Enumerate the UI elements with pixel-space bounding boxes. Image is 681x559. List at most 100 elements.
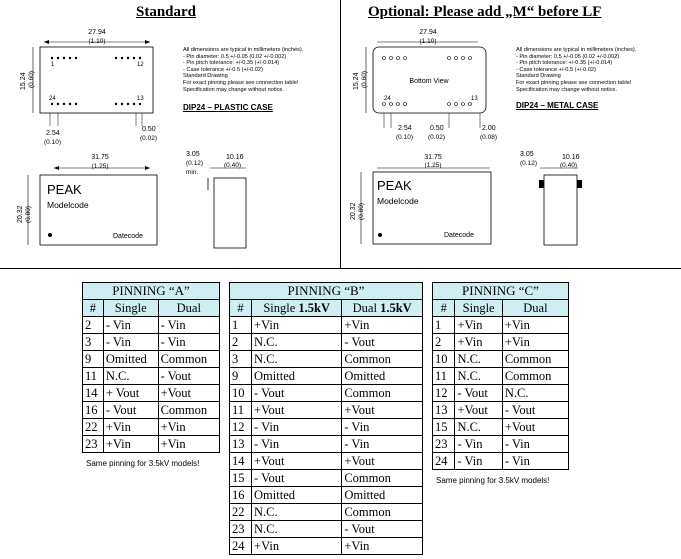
table-row: 23- Vin- Vin xyxy=(431,435,570,453)
title-standard: Standard xyxy=(136,4,197,20)
dual-cell: - Vin xyxy=(501,435,570,453)
single-cell: + Vout xyxy=(102,384,159,402)
metal-case-drawing: 27.94 (1.10) Bottom View 24 13 15.24 (0.… xyxy=(350,29,582,246)
pin-number-cell: 9 xyxy=(82,350,104,368)
dim-depth: 10.16 xyxy=(226,154,244,161)
dual-cell: +Vout xyxy=(341,452,423,470)
table-row: 14+ Vout+Vout xyxy=(82,384,221,402)
single-cell: - Vout xyxy=(251,384,343,402)
modelcode-label: Modelcode xyxy=(47,200,89,210)
case-outline-front-m xyxy=(372,171,492,245)
dim-extra-in-m: (0.08) xyxy=(480,134,497,141)
dual-cell: +Vin xyxy=(157,418,221,436)
dual-cell: Common xyxy=(157,401,221,419)
side-pin-m1 xyxy=(539,180,544,188)
dim-top-width-in-m: (1.10) xyxy=(420,38,437,45)
table-row: 2- Vin- Vin xyxy=(82,316,221,334)
dim-side-height-in-m: (0.80) xyxy=(358,203,365,220)
single-cell: Omitted xyxy=(251,367,343,385)
dim-pin-dia-in-m: (0.02) xyxy=(428,134,445,141)
title-optional: Optional: Please add „M“ before LF xyxy=(368,4,602,20)
col-header: # xyxy=(82,299,104,317)
single-cell: Omitted xyxy=(102,350,159,368)
plastic-case-drawing: 27.94 (1.10) 1 12 24 13 15.24 (0.60) 2.5… xyxy=(17,29,247,249)
col-header-single-kv: 1.5kV xyxy=(298,301,331,315)
single-cell: - Vout xyxy=(454,384,503,402)
col-header-dual-kv: 1.5kV xyxy=(380,301,412,315)
pin-number-cell: 2 xyxy=(431,333,456,351)
single-cell: +Vin xyxy=(102,435,159,453)
col-header: Dual xyxy=(157,299,221,317)
dim-height: 15.24 xyxy=(20,72,27,90)
pinning-a-note: Same pinning for 3.5kV models! xyxy=(86,459,200,468)
dual-cell: Omitted xyxy=(341,367,423,385)
single-cell: +Vin xyxy=(454,333,503,351)
dual-cell: +Vout xyxy=(341,401,423,419)
pin-label-24-m: 24 xyxy=(384,96,391,102)
pin-number-cell: 1 xyxy=(228,316,253,334)
single-cell: +Vout xyxy=(251,401,343,419)
pin-number-cell: 11 xyxy=(431,367,456,385)
dim-top-width-m: 27.94 xyxy=(419,29,437,36)
single-cell: N.C. xyxy=(454,418,503,436)
table-row: 14+Vout+Vout xyxy=(228,452,423,470)
table-row: 13- Vin- Vin xyxy=(228,435,423,453)
dim-pin-len-m: 3.05 xyxy=(520,151,534,158)
pin-number-cell: 13 xyxy=(431,401,456,419)
dim-side-width-in-m: (1.25) xyxy=(425,162,442,169)
col-header-single-label: Single xyxy=(263,301,296,315)
dim-pin-dia-m: 0.50 xyxy=(430,125,444,132)
note-line: - Pin diameter: 0.5 +/-0.05 (0.02 +/-0.0… xyxy=(183,53,287,60)
pin-number-cell: 10 xyxy=(431,350,456,368)
pin-number-cell: 3 xyxy=(228,350,253,368)
dim-side-height-in: (0.80) xyxy=(25,206,32,223)
single-cell: - Vin xyxy=(102,333,159,351)
pin-number-cell: 24 xyxy=(431,452,456,470)
note-line: - Case tolerance +/-0.5 (+/-0.02) xyxy=(516,66,596,73)
pin-number-cell: 14 xyxy=(82,384,104,402)
pin-number-cell: 22 xyxy=(82,418,104,436)
pin-number-cell: 16 xyxy=(228,486,253,504)
pinning-a-caption: PINNING “A” xyxy=(82,282,220,300)
single-cell: - Vin xyxy=(251,435,343,453)
dim-height-in: (0.60) xyxy=(28,71,35,88)
dual-cell: - Vin xyxy=(157,333,221,351)
pin-number-cell: 2 xyxy=(82,316,104,334)
dim-depth-m: 10.16 xyxy=(562,154,580,161)
side-pin-m2 xyxy=(577,180,582,188)
col-header: # xyxy=(228,299,253,317)
dim-depth-in-m: (0.40) xyxy=(560,162,577,169)
single-cell: N.C. xyxy=(251,520,343,538)
datecode-label: Datecode xyxy=(113,233,143,240)
table-row: 24+Vin+Vin xyxy=(228,537,423,555)
dim-extra-m: 2.00 xyxy=(482,125,496,132)
single-cell: - Vin xyxy=(251,418,343,436)
dim-pin-len-in-m: (0.12) xyxy=(520,160,537,167)
pin-number-cell: 23 xyxy=(228,520,253,538)
col-header: Single xyxy=(454,299,503,317)
note-line: - Case tolerance +/-0.5 (+/-0.02) xyxy=(183,66,263,73)
note-line: Specification may change without notice. xyxy=(183,86,285,93)
dual-cell: Common xyxy=(341,503,423,521)
pin1-marker xyxy=(48,233,52,237)
pin-label-13-m: 13 xyxy=(471,96,478,102)
note-line: - Pin pitch tolerance: +/-0.35 (+/-0.014… xyxy=(516,60,613,67)
pin-number-cell: 1 xyxy=(431,316,456,334)
dim-pitch-in-m: (0.10) xyxy=(396,134,413,141)
dim-pin-len: 3.05 xyxy=(186,151,200,158)
dual-cell: Common xyxy=(341,384,423,402)
table-row: 11+Vout+Vout xyxy=(228,401,423,419)
dim-height-m: 15.24 xyxy=(353,72,360,90)
single-cell: +Vin xyxy=(102,418,159,436)
case-outline-top-m xyxy=(372,46,487,114)
pinning-c-note: Same pinning for 3.5kV models! xyxy=(436,476,550,485)
horizontal-divider xyxy=(0,268,681,269)
pin-number-cell: 22 xyxy=(228,503,253,521)
